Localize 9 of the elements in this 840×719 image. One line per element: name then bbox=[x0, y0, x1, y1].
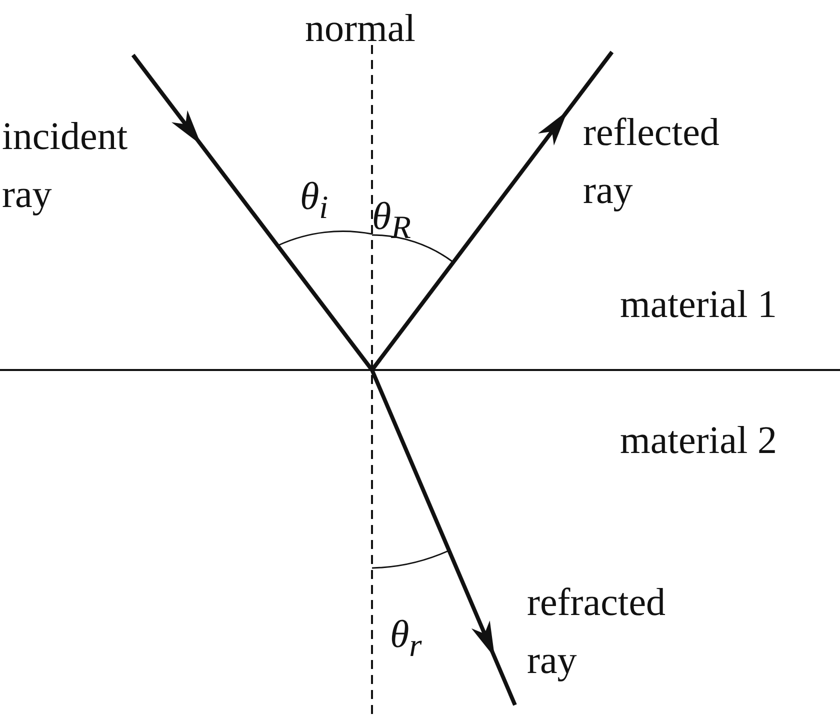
material-label: material 2 bbox=[620, 418, 778, 464]
normal-label: normal bbox=[305, 6, 416, 52]
ray-label: reflected ray bbox=[583, 110, 720, 214]
ray-label: incident ray bbox=[2, 114, 129, 218]
angle-label: θ$_{r}$ bbox=[390, 612, 422, 666]
angle-label: θ$_{i}$ bbox=[300, 174, 328, 228]
material-label: material 1 bbox=[620, 282, 778, 328]
ray-label: refracted ray bbox=[527, 580, 667, 684]
angle-label: θ$_{R}$ bbox=[372, 194, 412, 248]
